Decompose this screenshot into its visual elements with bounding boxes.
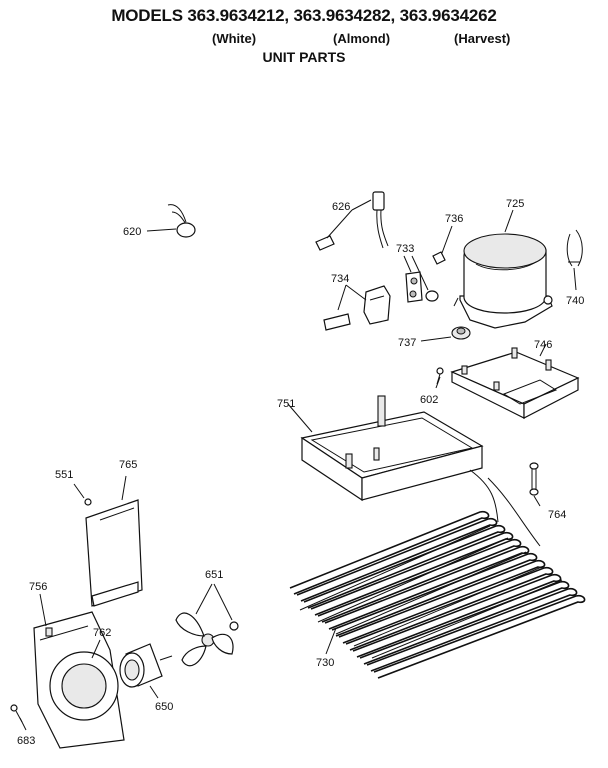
- variant-white: (White): [212, 31, 257, 46]
- part-734-drawing: [323, 284, 391, 331]
- variant-almond: (Almond): [333, 31, 391, 46]
- part-736-drawing: [432, 225, 453, 265]
- part-label-626: 626: [332, 201, 350, 213]
- part-683-drawing: [10, 704, 27, 731]
- coil-tube: [359, 580, 570, 665]
- coil-tube: [310, 531, 514, 616]
- part-620-drawing: [146, 204, 196, 238]
- coil-wire: [299, 525, 563, 659]
- coil-tube: [317, 538, 522, 623]
- part-label-683: 683: [17, 735, 35, 747]
- part-label-725: 725: [506, 198, 524, 210]
- part-label-765: 765: [119, 459, 137, 471]
- part-label-651: 651: [205, 569, 223, 581]
- part-label-620: 620: [123, 226, 141, 238]
- part-label-764: 764: [548, 509, 566, 521]
- part-765-drawing: [85, 475, 143, 607]
- part-label-762: 762: [93, 627, 111, 639]
- part-626-drawing: [315, 191, 389, 251]
- part-label-740: 740: [566, 295, 584, 307]
- part-650-drawing: [119, 643, 173, 699]
- part-label-650: 650: [155, 701, 173, 713]
- coil-tube: [303, 524, 506, 609]
- part-label-551: 551: [55, 469, 73, 481]
- part-602-drawing: [435, 367, 444, 389]
- part-751-drawing: [287, 395, 484, 502]
- coil-tube: [296, 517, 498, 602]
- part-764-drawing: [529, 462, 541, 507]
- part-730-drawing: [289, 469, 586, 679]
- coil-tube: [338, 559, 546, 644]
- part-551-drawing: [73, 483, 92, 506]
- part-label-737: 737: [398, 337, 416, 349]
- variant-harvest: (Harvest): [454, 31, 511, 46]
- part-725-drawing: [453, 209, 553, 329]
- part-label-734: 734: [331, 273, 349, 285]
- coil-tube: [366, 587, 578, 672]
- part-737-drawing: [420, 326, 471, 342]
- coil-tube: [331, 552, 538, 637]
- part-762-drawing: [91, 639, 101, 659]
- part-756-drawing: [33, 593, 125, 749]
- part-label-602: 602: [420, 394, 438, 406]
- coil-tube: [324, 545, 530, 630]
- coil-tube: [345, 566, 554, 651]
- part-label-736: 736: [445, 213, 463, 225]
- part-733-drawing: [403, 255, 439, 303]
- part-label-751: 751: [277, 398, 295, 410]
- part-746-drawing: [450, 343, 580, 419]
- part-651-drawing: [175, 583, 239, 667]
- diagram-subtitle: UNIT PARTS: [262, 49, 346, 65]
- coil-tube: [373, 594, 586, 679]
- part-label-730: 730: [316, 657, 334, 669]
- part-740-drawing: [566, 229, 583, 291]
- coil-tube: [352, 573, 562, 658]
- coil-tube: [289, 510, 490, 595]
- part-label-733: 733: [396, 243, 414, 255]
- part-label-756: 756: [29, 581, 47, 593]
- diagram-title: MODELS 363.9634212, 363.9634282, 363.963…: [111, 6, 497, 25]
- part-label-746: 746: [534, 339, 552, 351]
